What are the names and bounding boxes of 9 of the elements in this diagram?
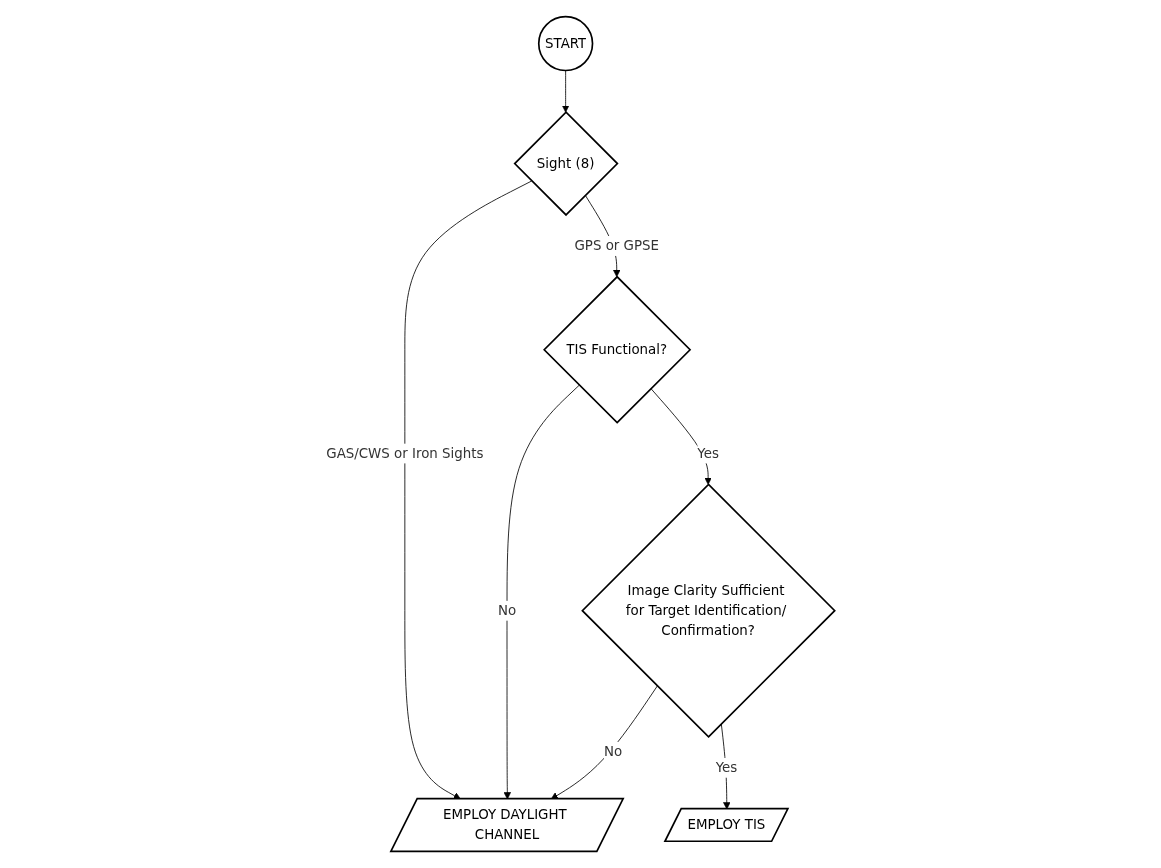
node-circle: START	[537, 15, 594, 72]
node-diamond: TIS Functional?	[543, 275, 692, 424]
edge-label: GPS or GPSE	[574, 237, 659, 254]
edge-label: Yes	[697, 445, 719, 462]
edge-label: GAS/CWS or Iron Sights	[326, 445, 484, 462]
edge-label: No	[497, 602, 517, 619]
node-diamond: Sight (8)	[513, 111, 619, 217]
edge-label: No	[603, 743, 623, 760]
edge-label: Yes	[715, 759, 738, 776]
